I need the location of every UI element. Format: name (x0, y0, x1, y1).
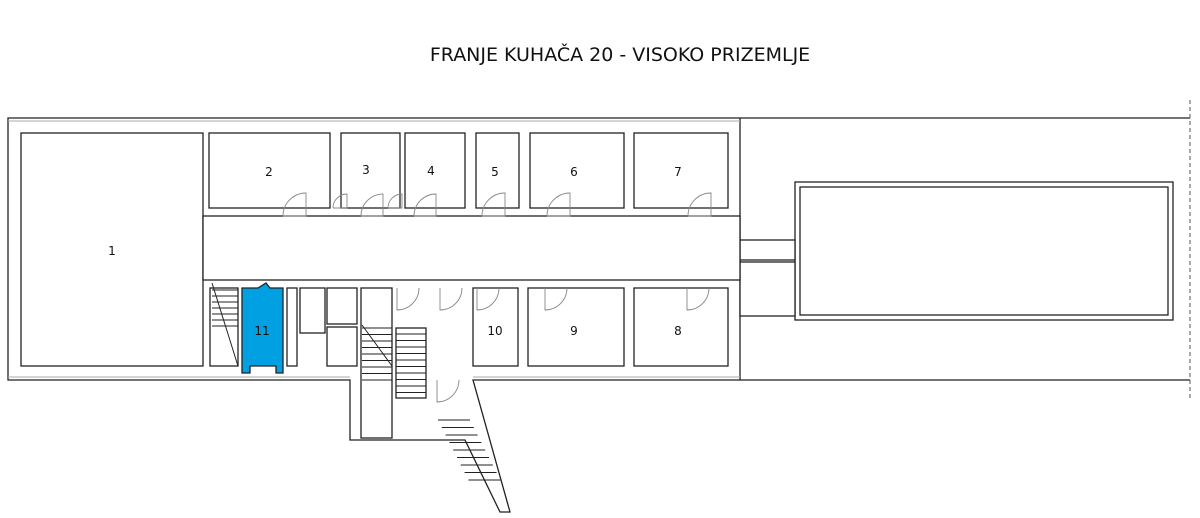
door-swing (360, 193, 384, 217)
door-swing (387, 193, 403, 209)
room-label-8: 8 (674, 324, 682, 338)
passage (286, 287, 298, 367)
door-swing (544, 287, 568, 311)
door-swing (686, 287, 710, 311)
room-9[interactable] (527, 287, 625, 367)
room-label-2: 2 (265, 165, 273, 179)
room-4[interactable] (404, 132, 466, 209)
floor-plan-title: FRANJE KUHAČA 20 - VISOKO PRIZEMLJE (429, 44, 811, 66)
staircase-b (395, 327, 427, 399)
corridor[interactable] (202, 215, 741, 281)
doors (282, 192, 712, 403)
stair-line (361, 324, 393, 367)
room-5[interactable] (475, 132, 520, 209)
room-label-1: 1 (108, 244, 116, 258)
door-swing (396, 287, 420, 311)
annex-room (739, 261, 796, 317)
room-11[interactable] (241, 282, 284, 374)
room-3[interactable] (340, 132, 401, 209)
door-swing (439, 287, 463, 311)
room-8[interactable] (633, 287, 729, 367)
small-room-b (326, 326, 358, 367)
small-room-a (326, 287, 358, 325)
door-swing (546, 192, 571, 217)
annex-passage (739, 239, 796, 261)
annex-hall-inner (799, 186, 1169, 316)
room-label-6: 6 (570, 165, 578, 179)
door-swing (687, 192, 712, 217)
stair-steps (212, 289, 501, 481)
room-6[interactable] (529, 132, 625, 209)
room-label-9: 9 (570, 324, 578, 338)
staircase-left (209, 287, 239, 367)
staircase-a (360, 287, 393, 439)
annex-outline (740, 117, 1190, 381)
stair-line (211, 282, 239, 367)
room-2[interactable] (208, 132, 331, 209)
room-label-10: 10 (487, 324, 502, 338)
door-swing (332, 193, 348, 209)
room-7[interactable] (633, 132, 729, 209)
wc-block (299, 287, 326, 334)
door-swing (481, 192, 506, 217)
room-10[interactable] (472, 287, 519, 367)
door-swing (413, 193, 437, 217)
room-label-5: 5 (491, 165, 499, 179)
room-label-4: 4 (427, 164, 435, 178)
door-swing (436, 379, 460, 403)
room-label-7: 7 (674, 165, 682, 179)
room-label-11: 11 (254, 324, 269, 338)
door-swing (476, 287, 500, 311)
room-1[interactable] (20, 132, 204, 367)
door-swing (282, 192, 307, 217)
room-label-3: 3 (362, 163, 370, 177)
